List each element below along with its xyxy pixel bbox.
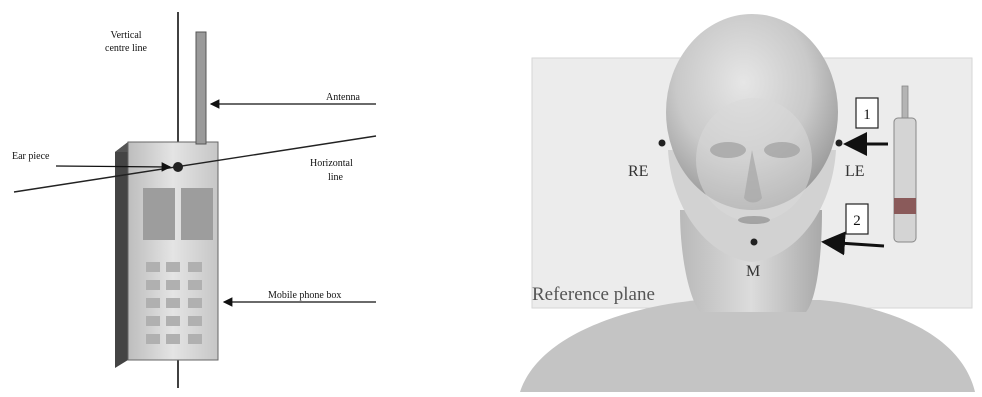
mouth-point bbox=[750, 238, 758, 246]
position-2-label: 2 bbox=[853, 213, 861, 229]
position-2-box bbox=[845, 203, 869, 235]
antenna-label: Antenna bbox=[326, 92, 360, 103]
horizontal-line bbox=[13, 135, 377, 193]
position-1-label: 1 bbox=[863, 107, 871, 123]
mouth-shape bbox=[738, 216, 770, 224]
ear-piece-label: Ear piece bbox=[12, 151, 50, 162]
phone-side bbox=[115, 142, 128, 368]
phone-front bbox=[127, 141, 219, 361]
left-ear-label: LE bbox=[845, 163, 865, 180]
reference-plane-label: Reference plane bbox=[532, 284, 655, 305]
nose bbox=[744, 150, 762, 203]
head-diagram: 1 2 RE LE M Reference plane bbox=[520, 14, 975, 392]
horizontal-line-label-1: Horizontal bbox=[310, 158, 353, 169]
phone-screen-left bbox=[143, 188, 175, 240]
position-1-box bbox=[855, 97, 879, 129]
device-band bbox=[894, 198, 916, 214]
shoulders bbox=[520, 300, 975, 392]
right-ear-point bbox=[658, 139, 666, 147]
phone-diagram: Vertical centre line Antenna Ear piece H… bbox=[12, 12, 377, 388]
right-eye-shadow bbox=[764, 142, 800, 158]
horizontal-line-label-2: line bbox=[328, 172, 344, 183]
vertical-centre-line-label-2: centre line bbox=[105, 43, 147, 54]
antenna bbox=[195, 31, 207, 145]
device-body bbox=[893, 117, 917, 243]
mobile-phone-box-label: Mobile phone box bbox=[268, 290, 341, 301]
ear-piece-dot bbox=[173, 162, 183, 172]
vertical-centre-line-label-1: Vertical bbox=[110, 30, 141, 41]
keypad bbox=[146, 262, 202, 344]
left-eye-shadow bbox=[710, 142, 746, 158]
mouth-label: M bbox=[746, 263, 760, 280]
position-2-arrow bbox=[821, 231, 885, 256]
ear-piece-leader bbox=[55, 162, 172, 172]
phone-screen-right bbox=[181, 188, 213, 240]
left-ear-point bbox=[835, 139, 843, 147]
device-antenna bbox=[901, 85, 909, 123]
right-ear-label: RE bbox=[628, 163, 648, 180]
